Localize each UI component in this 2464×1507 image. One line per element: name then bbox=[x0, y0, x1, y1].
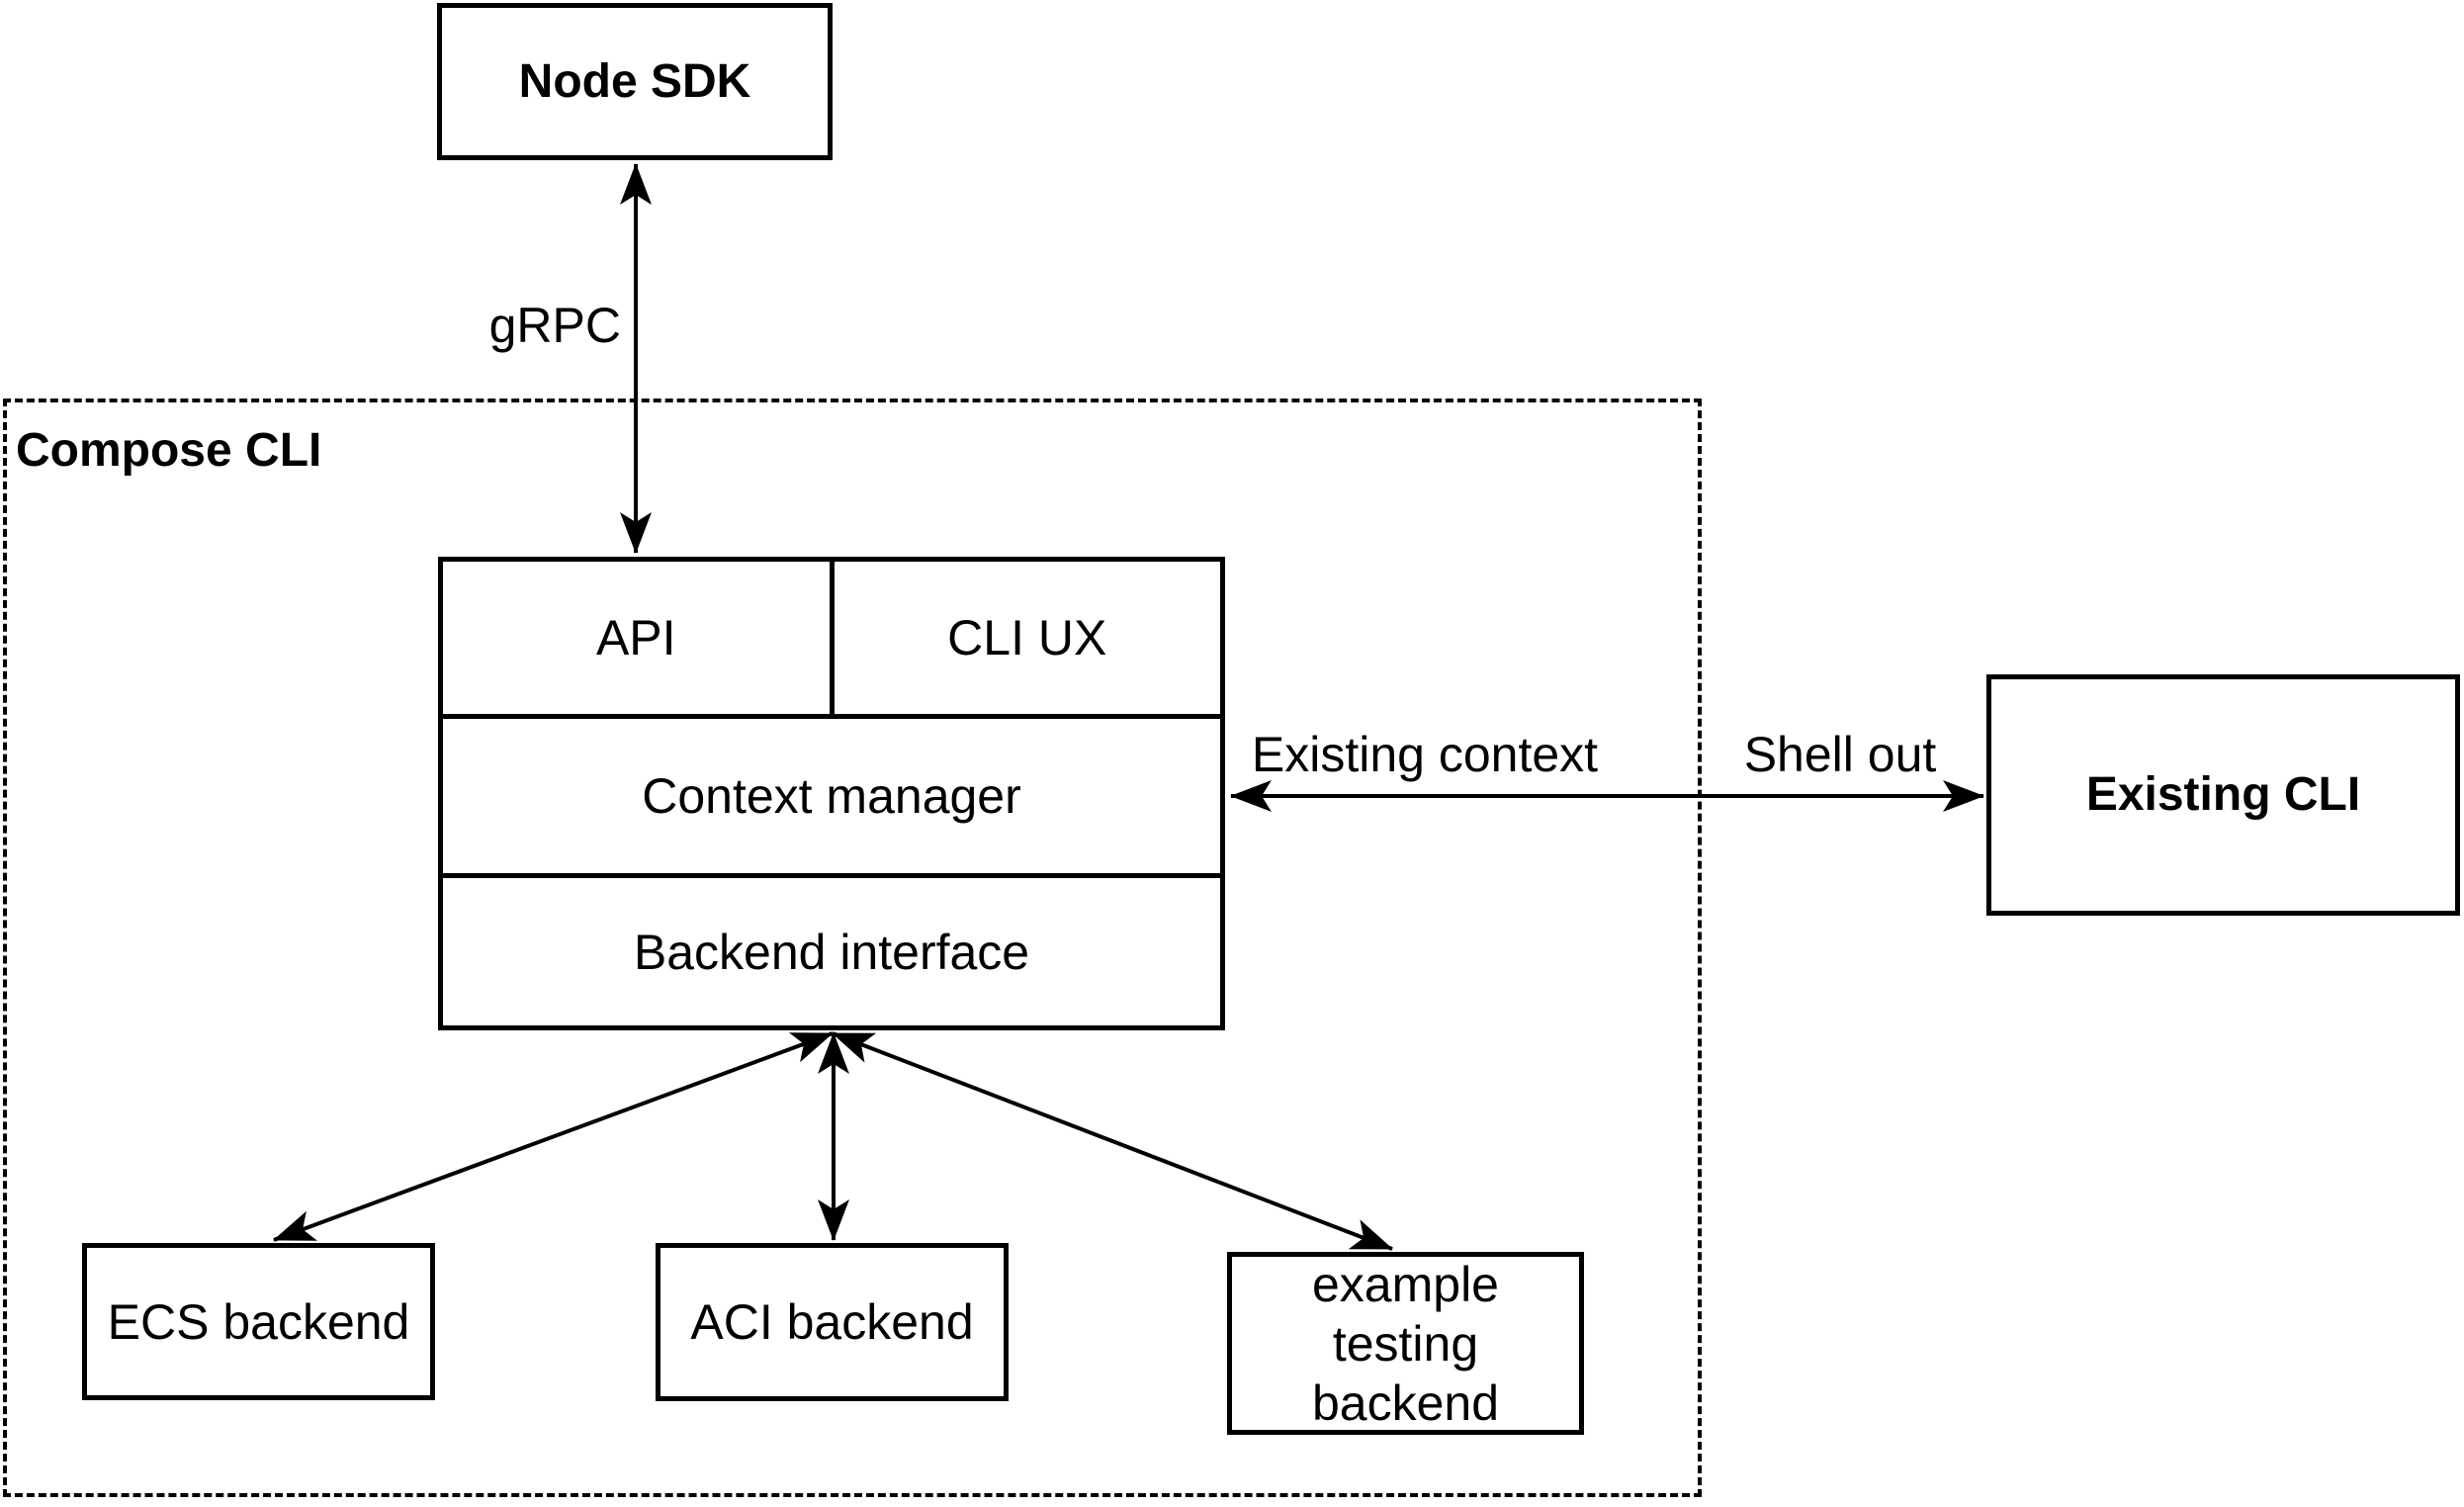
backend-interface-box: Backend interface bbox=[443, 873, 1220, 1025]
backend-interface-label: Backend interface bbox=[633, 924, 1030, 980]
node-sdk-box: Node SDK bbox=[437, 3, 833, 160]
existing-cli-label: Existing CLI bbox=[2085, 768, 2361, 822]
existing-cli-box: Existing CLI bbox=[1986, 674, 2460, 916]
node-sdk-label: Node SDK bbox=[518, 54, 751, 108]
api-box: API bbox=[443, 562, 830, 714]
api-label: API bbox=[595, 610, 676, 665]
compose-cli-group-label: Compose CLI bbox=[16, 424, 322, 477]
example-testing-backend-label: example testing backend bbox=[1311, 1256, 1500, 1431]
cli-ux-label: CLI UX bbox=[947, 610, 1107, 665]
context-manager-label: Context manager bbox=[642, 768, 1021, 824]
ecs-backend-box: ECS backend bbox=[82, 1243, 435, 1400]
compose-cli-stack: API CLI UX Context manager Backend inter… bbox=[438, 557, 1225, 1030]
shell-out-edge-label: Shell out bbox=[1743, 727, 1937, 782]
aci-backend-box: ACI backend bbox=[656, 1243, 1009, 1401]
cli-ux-box: CLI UX bbox=[829, 562, 1221, 714]
context-manager-box: Context manager bbox=[443, 714, 1220, 873]
grpc-edge-label: gRPC bbox=[488, 298, 621, 353]
existing-context-edge-label: Existing context bbox=[1251, 727, 1599, 782]
ecs-backend-label: ECS backend bbox=[107, 1293, 410, 1350]
aci-backend-label: ACI backend bbox=[690, 1294, 974, 1350]
stack-top-row: API CLI UX bbox=[443, 562, 1220, 714]
example-testing-backend-box: example testing backend bbox=[1227, 1252, 1584, 1435]
compose-cli-group: Compose CLI bbox=[3, 399, 1702, 1497]
